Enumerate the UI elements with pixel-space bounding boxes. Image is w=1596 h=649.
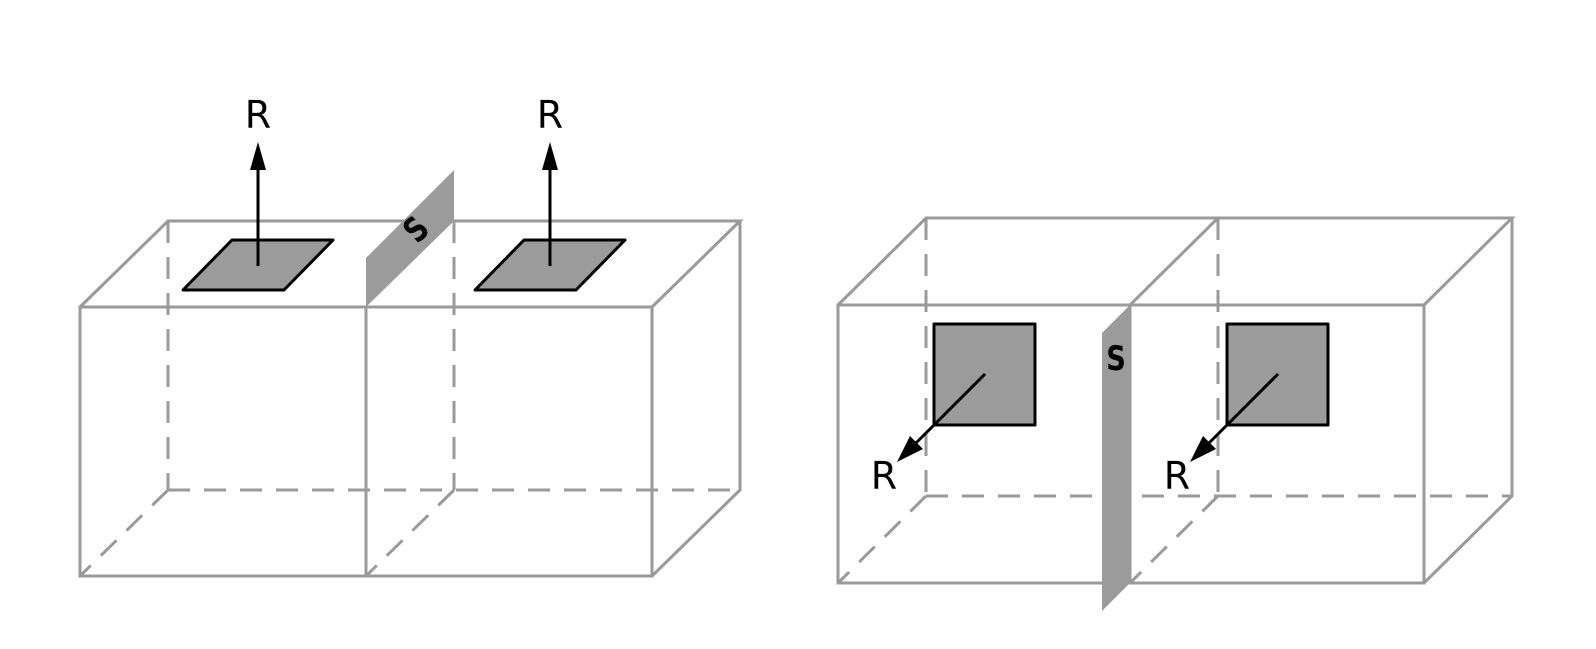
- left-box-hidden-edges: [78, 221, 740, 578]
- left-arrowhead-2: [542, 142, 558, 170]
- right-arrowhead-2: [1190, 436, 1216, 462]
- left-separator-plate: [366, 170, 454, 307]
- right-vector-label-1: R: [871, 454, 897, 498]
- left-box-visible-edges: [78, 219, 744, 578]
- right-vector-2: [1206, 372, 1280, 446]
- right-vector-label-2: R: [1164, 454, 1190, 498]
- right-separator-plate: [1102, 305, 1130, 611]
- left-vector-label-2: R: [537, 93, 563, 137]
- right-arrowhead-1: [897, 436, 923, 462]
- right-separator-label: S: [1106, 339, 1126, 379]
- left-arrowhead-1: [250, 142, 266, 170]
- right-vector-1: [913, 372, 987, 446]
- right-figure: S R R: [836, 216, 1516, 611]
- left-vector-label-1: R: [245, 93, 271, 137]
- left-figure: S R R: [78, 93, 744, 578]
- right-box-hidden-edges: [836, 218, 1512, 585]
